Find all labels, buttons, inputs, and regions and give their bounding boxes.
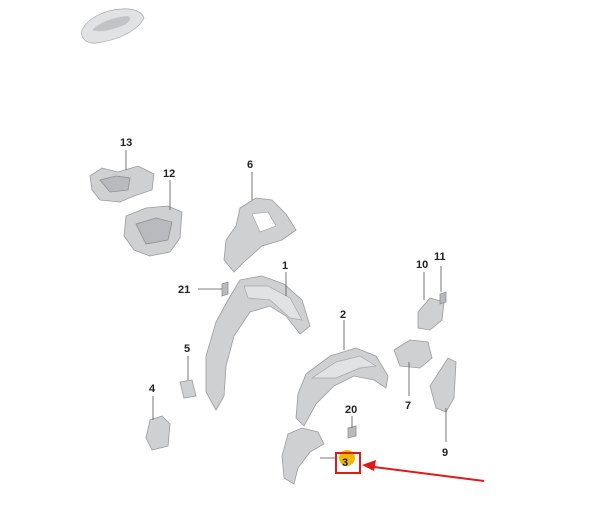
part-number-1: 1 [282,260,288,272]
part-20-clip[interactable] [347,425,357,439]
part-10-bracket[interactable] [417,297,445,331]
car-thumbnail [81,8,145,44]
part-4-bracket[interactable] [145,415,171,451]
part-3-highlight-box [335,452,361,474]
part-number-11: 11 [434,251,446,263]
part-number-20: 20 [345,404,357,416]
part-9-brace[interactable] [429,357,457,413]
part-12-panel[interactable] [123,205,183,257]
part-1-wheel-arch[interactable] [205,275,311,411]
part-number-2: 2 [340,309,346,321]
part-13-bracket[interactable] [89,165,155,203]
part-number-5: 5 [184,343,190,355]
part-number-13: 13 [120,137,132,149]
part-number-4: 4 [149,383,156,395]
part-21-clip[interactable] [221,281,229,297]
part-11-clip[interactable] [439,291,447,305]
part-6-pillar[interactable] [223,197,297,273]
red-pointer-arrow [362,460,485,482]
part-number-9: 9 [442,447,448,459]
part-5-bracket[interactable] [179,379,197,399]
part-2-inner-arch[interactable] [295,347,389,427]
part-3-liner[interactable] [281,427,325,485]
part-number-6: 6 [247,159,253,171]
part-number-10: 10 [416,259,428,271]
part-number-12: 12 [163,168,175,180]
part-number-7: 7 [405,400,411,412]
part-number-21: 21 [178,284,190,296]
part-number-3: 3 [342,457,348,469]
part-7-bracket[interactable] [393,339,433,369]
